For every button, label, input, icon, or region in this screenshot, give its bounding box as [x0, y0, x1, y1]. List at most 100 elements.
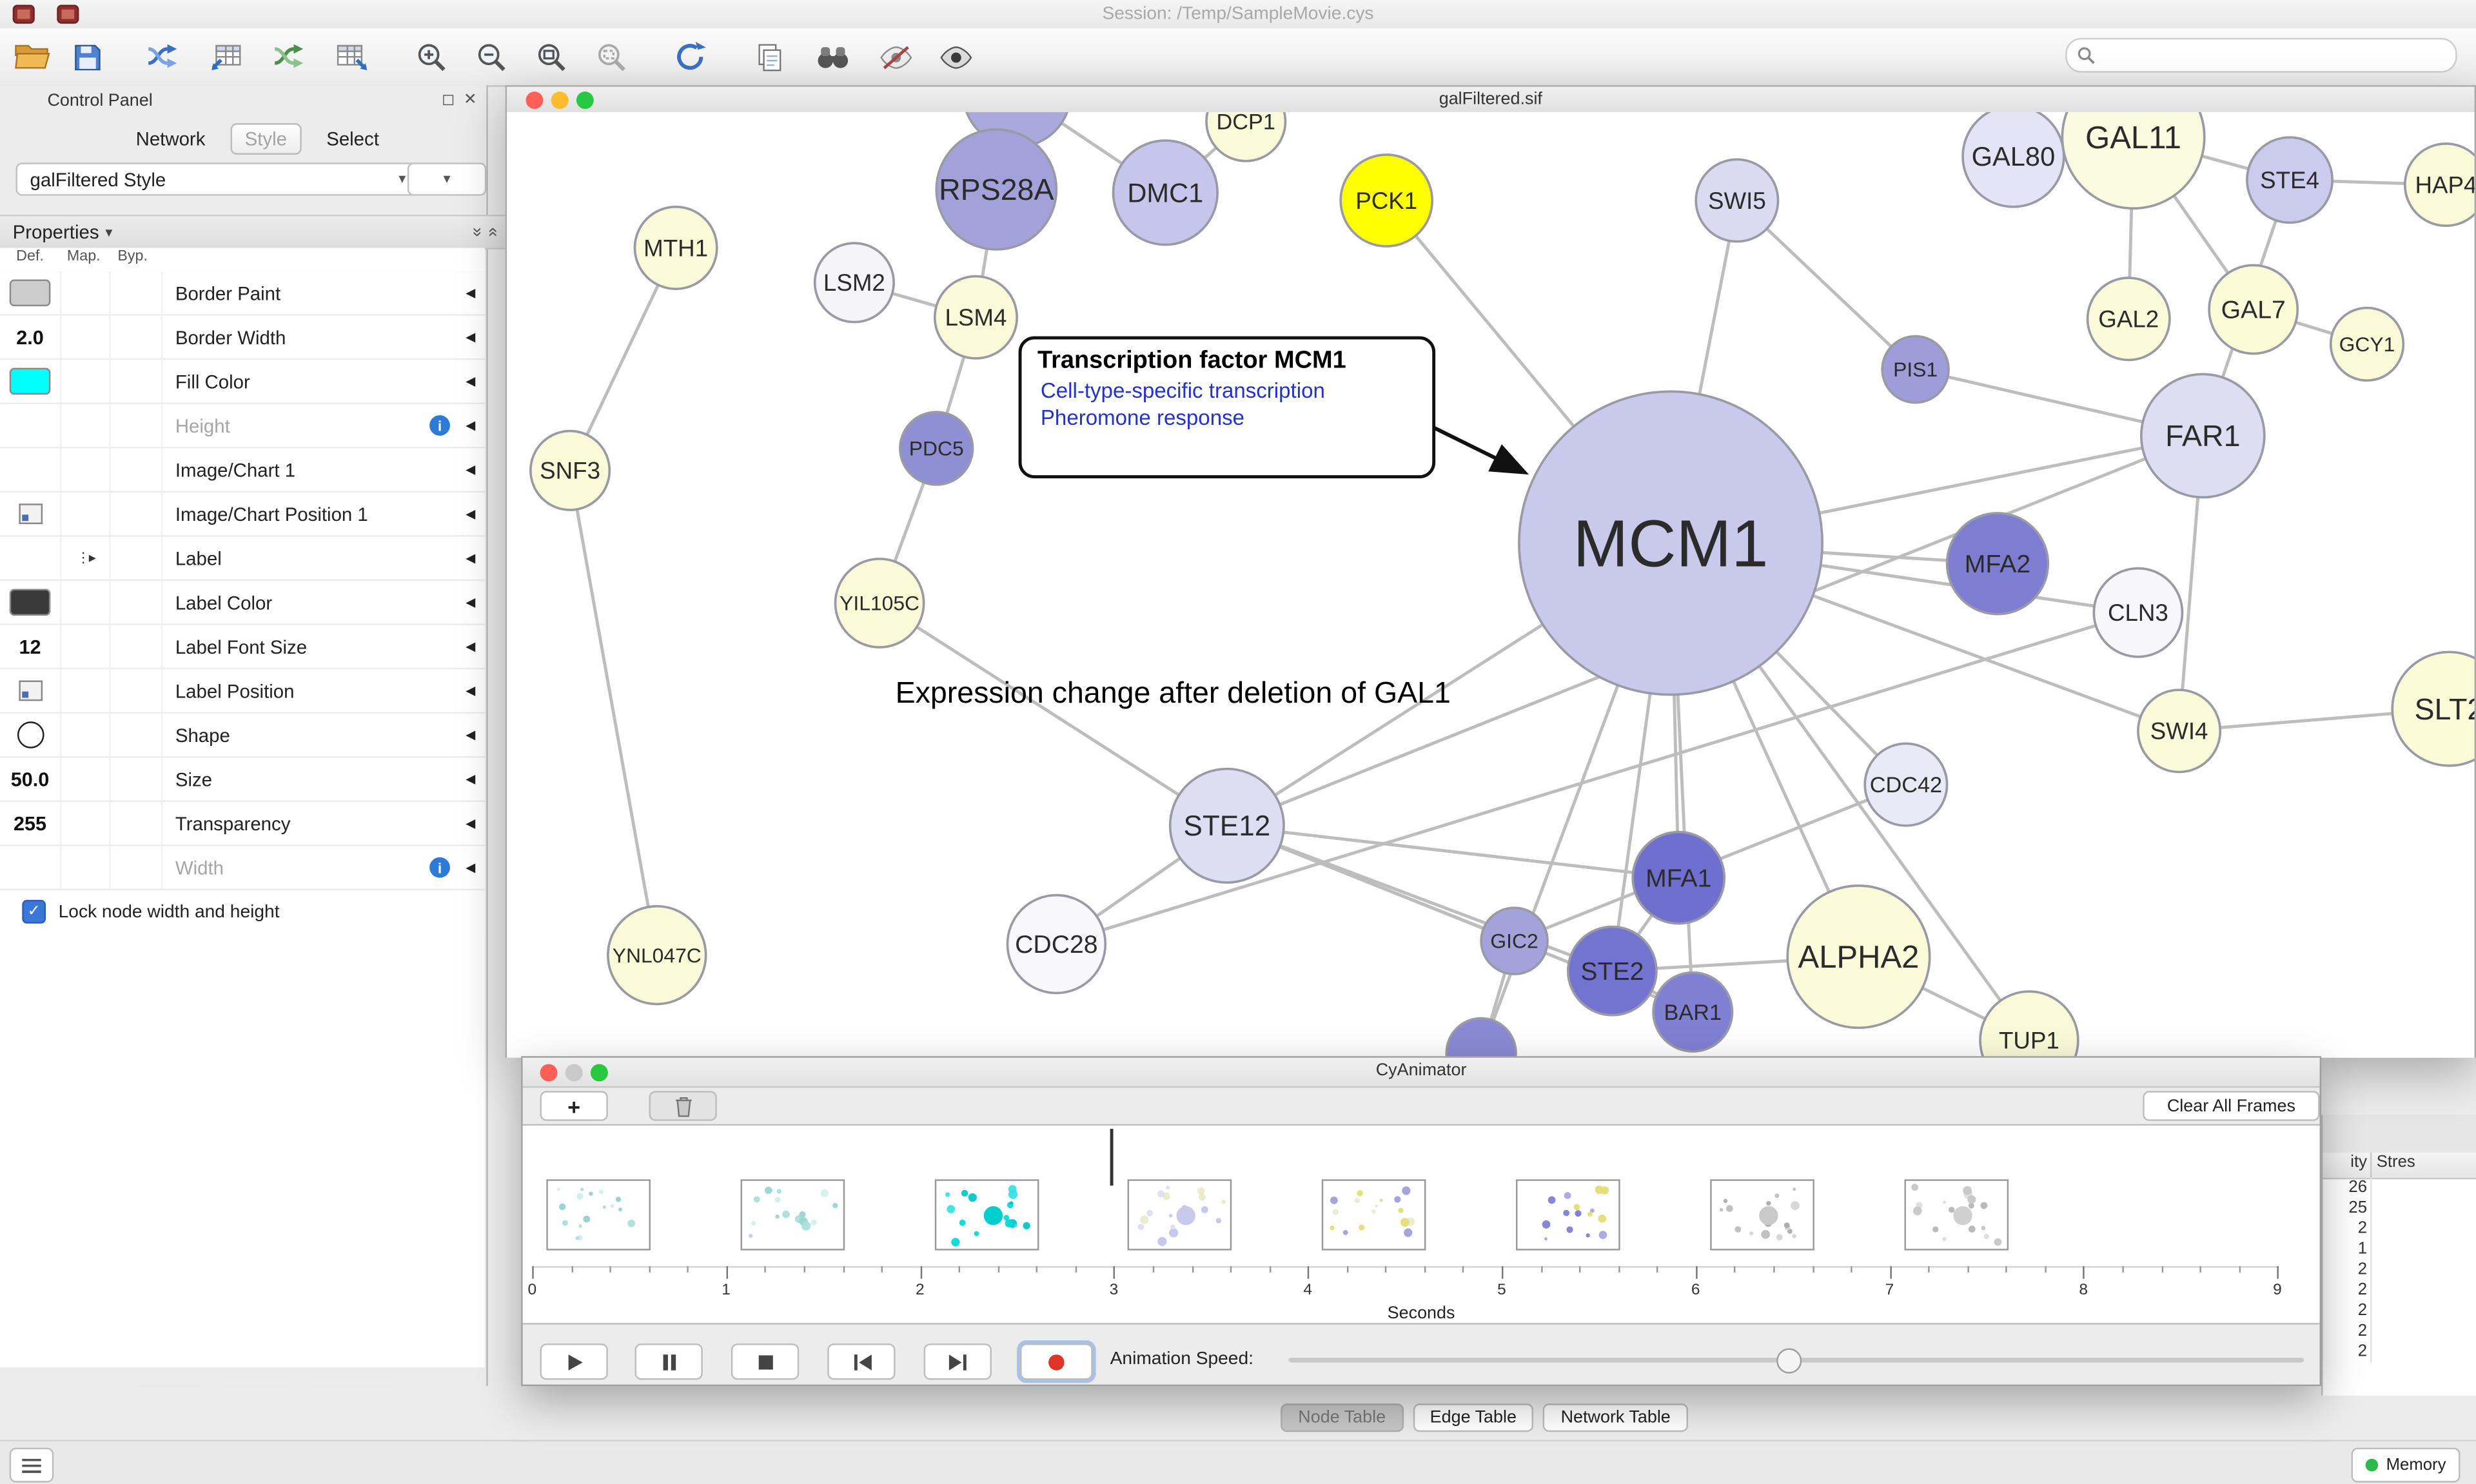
- frame-thumbnail[interactable]: [1322, 1179, 1426, 1251]
- property-row-image-chart-position-1[interactable]: Image/Chart Position 1◀: [0, 493, 485, 537]
- network-node-far1[interactable]: FAR1: [2139, 373, 2266, 499]
- collapse-arrow-icon[interactable]: ◀: [466, 683, 476, 698]
- property-row-shape[interactable]: Shape◀: [0, 713, 485, 758]
- collapse-arrow-icon[interactable]: ◀: [466, 374, 476, 389]
- speed-slider-thumb[interactable]: [1776, 1348, 1802, 1374]
- close-panel-icon[interactable]: ✕: [464, 92, 477, 109]
- mapping-cell[interactable]: ⋮▸: [62, 536, 111, 580]
- search-input[interactable]: [2095, 44, 2446, 66]
- table-row[interactable]: 25: [2323, 1198, 2476, 1219]
- tab-style[interactable]: Style: [230, 123, 302, 155]
- default-value-cell[interactable]: 255: [0, 802, 62, 845]
- frame-thumbnail[interactable]: [1516, 1179, 1620, 1251]
- pause-button[interactable]: [634, 1343, 703, 1380]
- frame-thumbnail[interactable]: [1903, 1179, 2009, 1251]
- mapping-cell[interactable]: [62, 713, 111, 757]
- status-menu-button[interactable]: [9, 1447, 54, 1483]
- table-row[interactable]: 2: [2323, 1260, 2476, 1281]
- network-node-pdc5[interactable]: PDC5: [899, 411, 974, 486]
- network-node-cln3[interactable]: CLN3: [2092, 567, 2184, 658]
- mapping-cell[interactable]: [62, 404, 111, 447]
- network-node-hap4[interactable]: HAP4: [2403, 142, 2475, 228]
- bypass-cell[interactable]: [110, 802, 163, 845]
- property-row-border-paint[interactable]: Border Paint◀: [0, 271, 485, 316]
- properties-header[interactable]: Properties ▾ » »: [0, 215, 511, 249]
- network-node-rps28a[interactable]: RPS28A: [935, 128, 1058, 251]
- add-frame-button[interactable]: +: [540, 1091, 608, 1121]
- table-row[interactable]: 2: [2323, 1342, 2476, 1363]
- bypass-cell[interactable]: [110, 581, 163, 624]
- network-node-bar1[interactable]: BAR1: [1652, 971, 1734, 1053]
- mapping-cell[interactable]: [62, 757, 111, 801]
- lock-checkbox[interactable]: ✓: [22, 899, 46, 924]
- default-value-cell[interactable]: [0, 669, 62, 712]
- tab-node-table[interactable]: Node Table: [1281, 1403, 1404, 1432]
- table-row[interactable]: 2: [2323, 1321, 2476, 1342]
- bypass-cell[interactable]: [110, 360, 163, 403]
- playhead[interactable]: [1110, 1129, 1113, 1186]
- network-node-ste4[interactable]: STE4: [2246, 136, 2334, 224]
- zoom-fit-icon[interactable]: [531, 36, 572, 77]
- mapping-cell[interactable]: [62, 360, 111, 403]
- table-column-header[interactable]: ity: [2323, 1152, 2372, 1178]
- collapse-arrow-icon[interactable]: ◀: [466, 727, 476, 743]
- network-node-ynl047c[interactable]: YNL047C: [607, 904, 707, 1006]
- property-row-fill-color[interactable]: Fill Color◀: [0, 360, 485, 404]
- minimize-window-icon[interactable]: [565, 1064, 583, 1082]
- mapping-cell[interactable]: [62, 581, 111, 624]
- default-value-cell[interactable]: [0, 581, 62, 624]
- network-node-gal80[interactable]: GAL80: [1961, 112, 2065, 208]
- default-value-cell[interactable]: [0, 846, 62, 889]
- default-value-cell[interactable]: [0, 404, 62, 447]
- titlebar-icon[interactable]: [57, 5, 79, 33]
- collapse-arrow-icon[interactable]: ◀: [466, 507, 476, 522]
- bypass-cell[interactable]: [110, 448, 163, 491]
- annotation-link[interactable]: Cell-type-specific transcription: [1040, 378, 1325, 403]
- save-session-icon[interactable]: [66, 36, 108, 77]
- titlebar-icon[interactable]: [12, 5, 35, 33]
- table-column-header[interactable]: Stres: [2376, 1152, 2415, 1172]
- mapping-cell[interactable]: [62, 493, 111, 536]
- bypass-cell[interactable]: [110, 757, 163, 801]
- network-node-mth1[interactable]: MTH1: [633, 205, 718, 291]
- export-table-icon[interactable]: [331, 36, 373, 77]
- bypass-cell[interactable]: [110, 493, 163, 536]
- default-value-cell[interactable]: [0, 536, 62, 580]
- clear-all-frames-button[interactable]: Clear All Frames: [2143, 1091, 2320, 1121]
- mapping-cell[interactable]: [62, 315, 111, 358]
- default-value-cell[interactable]: [0, 360, 62, 403]
- tab-network-table[interactable]: Network Table: [1543, 1403, 1688, 1432]
- play-button[interactable]: [540, 1343, 608, 1380]
- bypass-cell[interactable]: [110, 404, 163, 447]
- network-node-lsm2[interactable]: LSM2: [813, 242, 895, 324]
- memory-button[interactable]: Memory: [2351, 1447, 2461, 1483]
- tab-network[interactable]: Network: [135, 128, 206, 150]
- zoom-in-icon[interactable]: [411, 36, 452, 77]
- maximize-window-icon[interactable]: [576, 92, 594, 109]
- network-node-pck1[interactable]: PCK1: [1339, 153, 1434, 248]
- default-value-cell[interactable]: [0, 271, 62, 315]
- collapse-arrow-icon[interactable]: ◀: [466, 639, 476, 654]
- hide-selected-icon[interactable]: [875, 36, 916, 77]
- bypass-cell[interactable]: [110, 271, 163, 315]
- cyanimator-titlebar[interactable]: CyAnimator: [522, 1057, 2320, 1088]
- bypass-cell[interactable]: [110, 536, 163, 580]
- bypass-cell[interactable]: [110, 713, 163, 757]
- network-node-pis1[interactable]: PIS1: [1881, 335, 1950, 404]
- bypass-cell[interactable]: [110, 625, 163, 668]
- zoom-out-icon[interactable]: [471, 36, 512, 77]
- tab-select[interactable]: Select: [326, 128, 379, 150]
- refresh-view-icon[interactable]: [669, 36, 711, 77]
- collapse-arrow-icon[interactable]: ◀: [466, 860, 476, 875]
- collapse-arrow-icon[interactable]: ◀: [466, 418, 476, 433]
- network-node-mfa1[interactable]: MFA1: [1631, 830, 1726, 925]
- mapping-cell[interactable]: [62, 802, 111, 845]
- search-box[interactable]: [2065, 37, 2457, 73]
- close-window-icon[interactable]: [540, 1064, 558, 1082]
- network-node-gal2[interactable]: GAL2: [2086, 277, 2171, 362]
- network-node-cdc42[interactable]: CDC42: [1863, 742, 1949, 827]
- table-row[interactable]: 2: [2323, 1218, 2476, 1240]
